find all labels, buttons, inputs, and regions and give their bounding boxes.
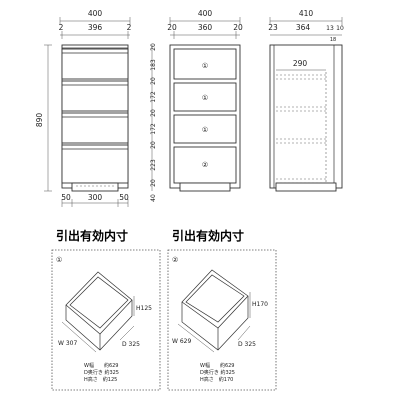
front-view: 400 2 396 2 890 50 300 50 xyxy=(35,9,132,207)
middle-h-5: 172 xyxy=(150,123,157,135)
inner-size-heading-1: 引出有効内寸 xyxy=(56,228,128,243)
middle-h-7: 223 xyxy=(150,159,157,171)
front-width-total: 400 xyxy=(88,9,103,18)
side-depth-b: 364 xyxy=(296,23,311,32)
middle-width-mid: 360 xyxy=(198,23,213,32)
panel-2-note-3: H高さ 約170 xyxy=(200,376,233,383)
middle-h-1: 183 xyxy=(150,59,157,71)
tray-1-drawing xyxy=(61,271,135,353)
middle-drawer-4-label: ② xyxy=(202,161,208,169)
middle-drawer-3 xyxy=(173,114,237,144)
tray-1-depth: D 325 xyxy=(122,341,140,348)
middle-drawer-1 xyxy=(173,48,237,80)
panel-2-number: ② xyxy=(172,256,178,264)
side-depth-a: 23 xyxy=(268,23,278,32)
middle-drawer-2-label: ① xyxy=(202,94,208,102)
middle-h-4: 20 xyxy=(150,109,157,117)
middle-h-8: 20 xyxy=(150,179,157,187)
inner-size-panel-1: 引出有効内寸 ① H125 W 307 D 325 W幅 約629 D奥行き 約… xyxy=(51,228,161,391)
front-width-right: 2 xyxy=(127,23,132,32)
tray-2-height: H170 xyxy=(252,301,268,308)
middle-h-9: 40 xyxy=(150,194,157,202)
front-width-mid: 396 xyxy=(88,23,103,32)
side-depth-d: 10 xyxy=(336,25,344,32)
middle-drawer-1-label: ① xyxy=(202,62,208,70)
side-depth-sub: 18 xyxy=(330,37,336,43)
inner-size-panel-2: 引出有効内寸 ② H170 W 629 D 325 W幅 約629 D奥行き 約… xyxy=(167,228,277,391)
middle-height-dims: 20 183 20 172 20 172 20 223 20 40 xyxy=(150,43,157,202)
middle-drawer-2 xyxy=(173,82,237,112)
side-plinth xyxy=(275,182,337,192)
panel-1-note-3: H高さ 約125 xyxy=(84,376,117,383)
middle-width-right: 20 xyxy=(233,23,243,32)
panel-2-note-1: W幅 約629 xyxy=(200,362,235,369)
front-width-left: 2 xyxy=(59,23,64,32)
tray-1-height: H125 xyxy=(136,305,152,312)
panel-1-border xyxy=(51,249,161,391)
front-drawer-3 xyxy=(61,112,129,144)
tray-2-drawing xyxy=(177,269,251,353)
middle-h-6: 20 xyxy=(150,141,157,149)
panel-1-number: ① xyxy=(56,256,62,264)
tray-2-width: W 629 xyxy=(172,338,191,345)
front-height-total: 890 xyxy=(35,113,44,128)
middle-h-3: 172 xyxy=(150,91,157,103)
middle-drawer-3-label: ① xyxy=(202,126,208,134)
front-drawer-4 xyxy=(61,144,129,184)
inner-size-heading-2: 引出有効内寸 xyxy=(172,228,244,243)
side-depth-total: 410 xyxy=(299,9,314,18)
tray-1-width: W 307 xyxy=(58,340,77,347)
panel-2-border xyxy=(167,249,277,391)
middle-plinth xyxy=(179,182,231,192)
middle-h-2: 20 xyxy=(150,77,157,85)
front-plinth xyxy=(71,182,119,192)
middle-drawer-4 xyxy=(173,146,237,184)
tray-2-depth: D 325 xyxy=(238,341,256,348)
middle-width-left: 20 xyxy=(167,23,177,32)
panel-1-note-2: D奥行き 約325 xyxy=(84,369,119,376)
middle-h-0: 20 xyxy=(150,43,157,51)
front-drawer-1 xyxy=(61,48,129,80)
middle-width-total: 400 xyxy=(198,9,213,18)
panel-1-note-1: W幅 約629 xyxy=(84,362,119,369)
side-depth-c: 13 xyxy=(326,25,334,32)
panel-2-note-2: D奥行き 約325 xyxy=(200,369,235,376)
front-base-left: 50 xyxy=(61,193,71,202)
middle-view: 400 20 360 20 ① ① ① ② 20 183 20 172 20 1… xyxy=(150,9,243,202)
side-view: 410 23 364 13 10 18 290 xyxy=(268,9,344,192)
side-inner-depth: 290 xyxy=(293,59,308,68)
front-base-right: 50 xyxy=(119,193,129,202)
front-drawer-2 xyxy=(61,80,129,112)
front-base-mid: 300 xyxy=(88,193,103,202)
